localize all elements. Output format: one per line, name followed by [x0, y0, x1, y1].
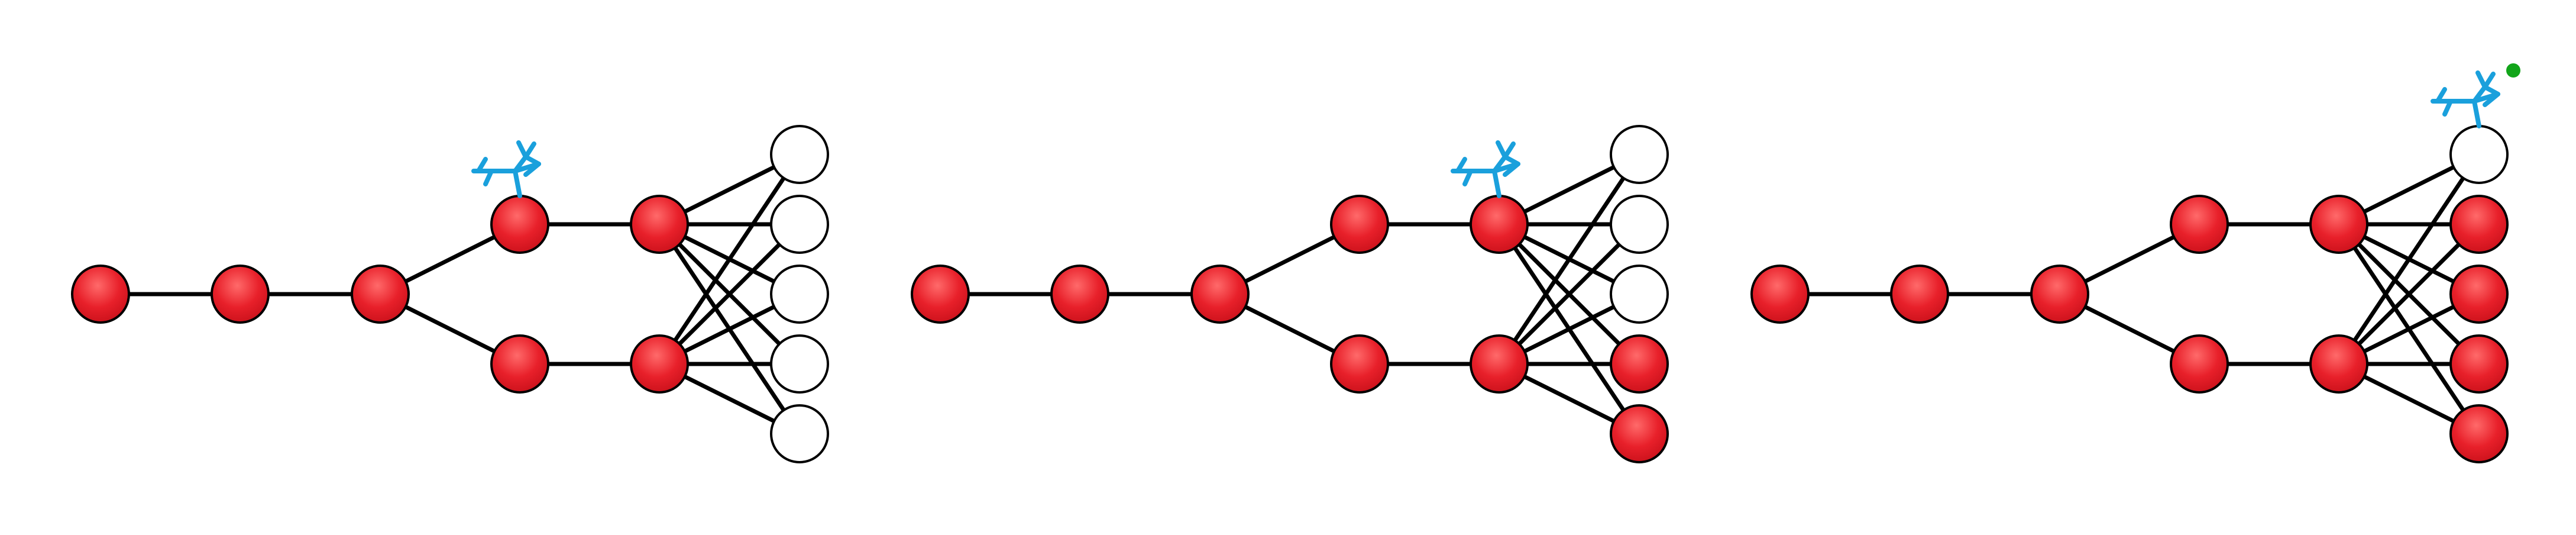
- node-leaf-1: [1610, 125, 1669, 184]
- node-leaf-1: [2449, 125, 2509, 184]
- explorer-agent-icon: [471, 140, 541, 198]
- explorer-agent-icon: [1451, 140, 1520, 198]
- node-leaf-1: [770, 125, 829, 184]
- node-chain-2: [1890, 265, 1949, 324]
- node-hub-top: [2309, 195, 2368, 254]
- panel-1: [71, 125, 829, 463]
- node-hub-bottom: [630, 334, 689, 394]
- node-branch-bottom: [490, 334, 549, 394]
- node-chain-3: [351, 265, 410, 324]
- node-branch-bottom: [2170, 334, 2229, 394]
- node-chain-3: [1190, 265, 1250, 324]
- node-branch-top: [1330, 195, 1389, 254]
- edges: [101, 152, 801, 436]
- node-hub-bottom: [1470, 334, 1529, 394]
- node-leaf-2: [2449, 195, 2509, 254]
- node-leaf-2: [770, 195, 829, 254]
- edge-hub-top-leaf-5: [1497, 223, 1641, 435]
- node-chain-3: [2030, 265, 2089, 324]
- node-leaf-3: [770, 265, 829, 324]
- node-hub-bottom: [2309, 334, 2368, 394]
- node-hub-top: [630, 195, 689, 254]
- node-branch-top: [2170, 195, 2229, 254]
- edge-hub-top-leaf-4: [658, 223, 801, 366]
- edge-hub-top-leaf-5: [2337, 223, 2481, 435]
- node-chain-1: [1750, 265, 1810, 324]
- edge-hub-top-leaf-5: [658, 223, 801, 435]
- node-branch-top: [490, 195, 549, 254]
- edges: [1780, 152, 2481, 436]
- node-chain-2: [211, 265, 270, 324]
- nodes: [71, 125, 829, 463]
- node-leaf-5: [770, 404, 829, 463]
- node-chain-1: [71, 265, 130, 324]
- node-leaf-4: [1610, 334, 1669, 394]
- edges: [940, 152, 1641, 436]
- nodes: [1750, 125, 2509, 463]
- panel-2: [911, 125, 1669, 463]
- node-branch-bottom: [1330, 334, 1389, 394]
- node-leaf-4: [2449, 334, 2509, 394]
- node-leaf-5: [2449, 404, 2509, 463]
- node-chain-1: [911, 265, 970, 324]
- node-leaf-4: [770, 334, 829, 394]
- node-leaf-3: [1610, 265, 1669, 324]
- node-chain-2: [1050, 265, 1109, 324]
- node-hub-top: [1470, 195, 1529, 254]
- node-leaf-2: [1610, 195, 1669, 254]
- node-leaf-5: [1610, 404, 1669, 463]
- explorer-agent-icon: [2431, 70, 2500, 128]
- edge-hub-top-leaf-4: [2337, 223, 2481, 366]
- panel-3: [1750, 63, 2520, 463]
- edge-hub-top-leaf-4: [1497, 223, 1641, 366]
- nodes: [911, 125, 1669, 463]
- goal-dot-icon: [2506, 63, 2520, 78]
- node-leaf-3: [2449, 265, 2509, 324]
